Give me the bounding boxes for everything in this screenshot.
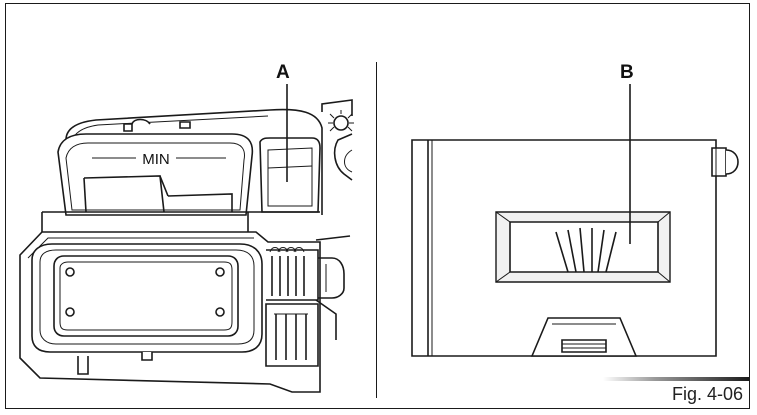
min-marking: MIN xyxy=(142,151,170,168)
callout-a-label: A xyxy=(276,62,290,83)
figure-caption: Fig. 4-06 xyxy=(671,384,743,404)
recessed-opening xyxy=(495,211,671,283)
latch-mechanism xyxy=(315,235,351,340)
base-grille xyxy=(265,247,319,367)
bottom-latch xyxy=(530,317,638,357)
callout-b-label: B xyxy=(620,62,634,83)
dispenser-side-view-illustration xyxy=(411,84,739,357)
hinge-tabs xyxy=(123,118,191,132)
panel-divider xyxy=(376,62,377,398)
caption-bar xyxy=(603,377,750,381)
detergent-cup xyxy=(57,133,254,216)
rinse-aid-compartment xyxy=(259,137,321,213)
side-knob xyxy=(711,147,739,177)
detergent-dispenser-illustration: MIN xyxy=(19,84,354,393)
dispenser-lid xyxy=(31,243,263,375)
level-indicator xyxy=(321,99,354,181)
